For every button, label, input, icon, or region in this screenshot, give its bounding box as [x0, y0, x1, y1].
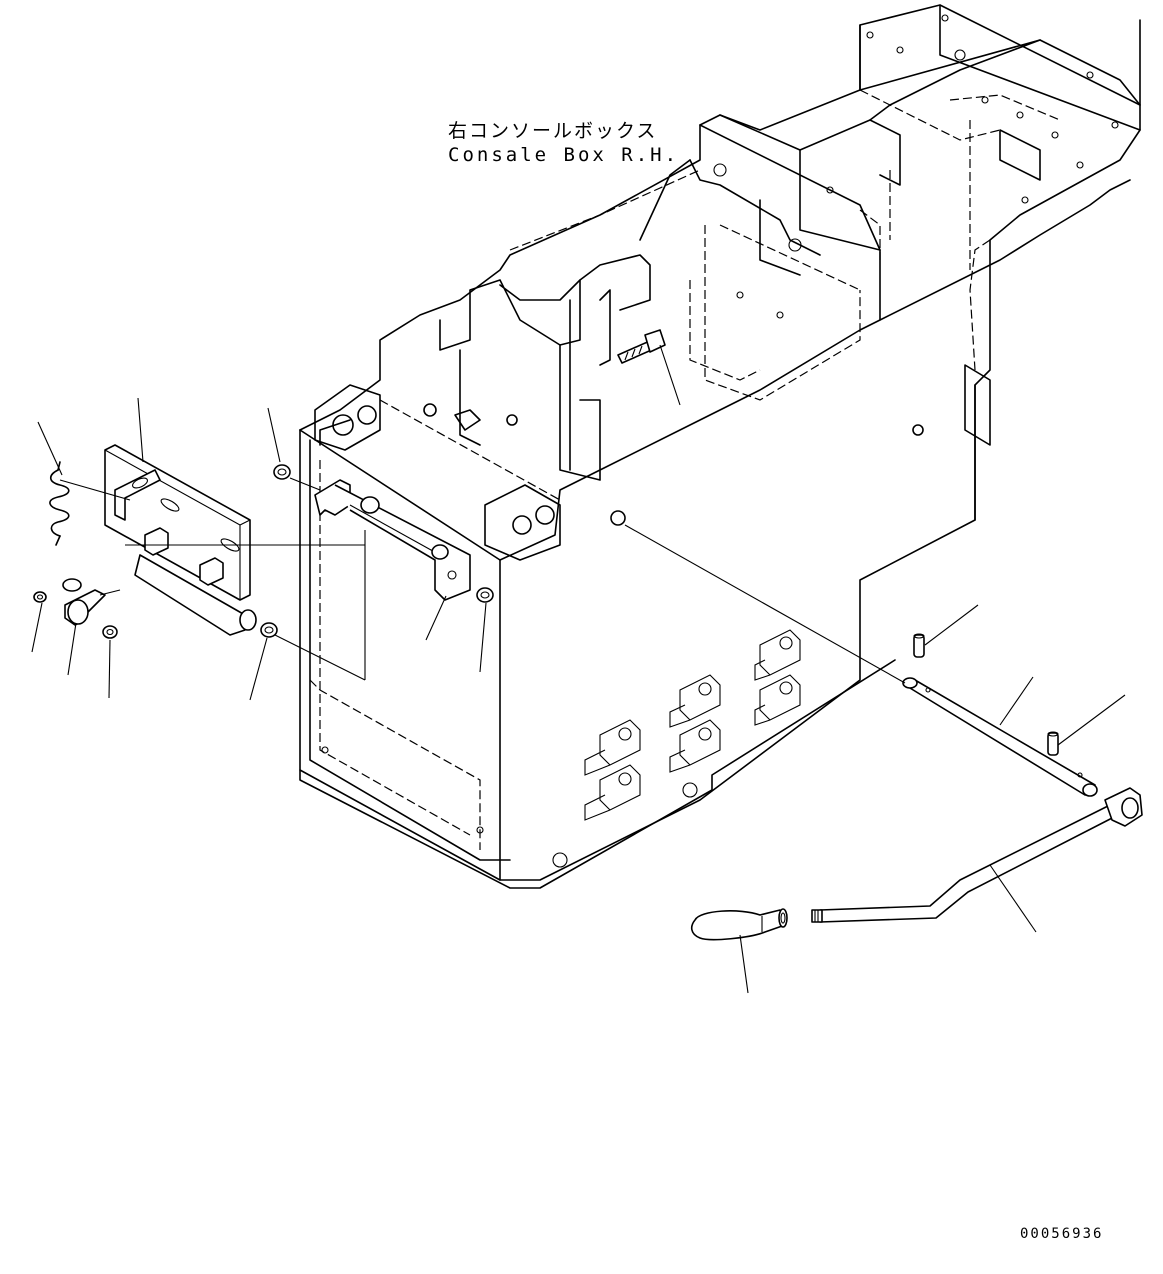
- pin-and-washers: [33, 578, 121, 639]
- spring-part: [49, 461, 70, 546]
- figure-number: 00056936: [1020, 1226, 1104, 1242]
- side-panel-cutouts: [584, 629, 801, 821]
- leader-lines: [31, 397, 1126, 994]
- bolt-part: [617, 329, 681, 406]
- knob-part: [690, 908, 788, 941]
- hinge-plate-part: [59, 444, 365, 636]
- washer-parts: [260, 464, 494, 681]
- lever-part: [811, 787, 1143, 923]
- console-box-title-japanese: 右コンソールボックス: [448, 120, 658, 142]
- lock-rod-part: [624, 524, 1098, 797]
- u-bracket-part: [314, 479, 471, 601]
- console-box-body: [299, 4, 1141, 889]
- console-box-title-english: Consale Box R.H.: [448, 144, 680, 166]
- roll-pin-parts: [913, 633, 1059, 756]
